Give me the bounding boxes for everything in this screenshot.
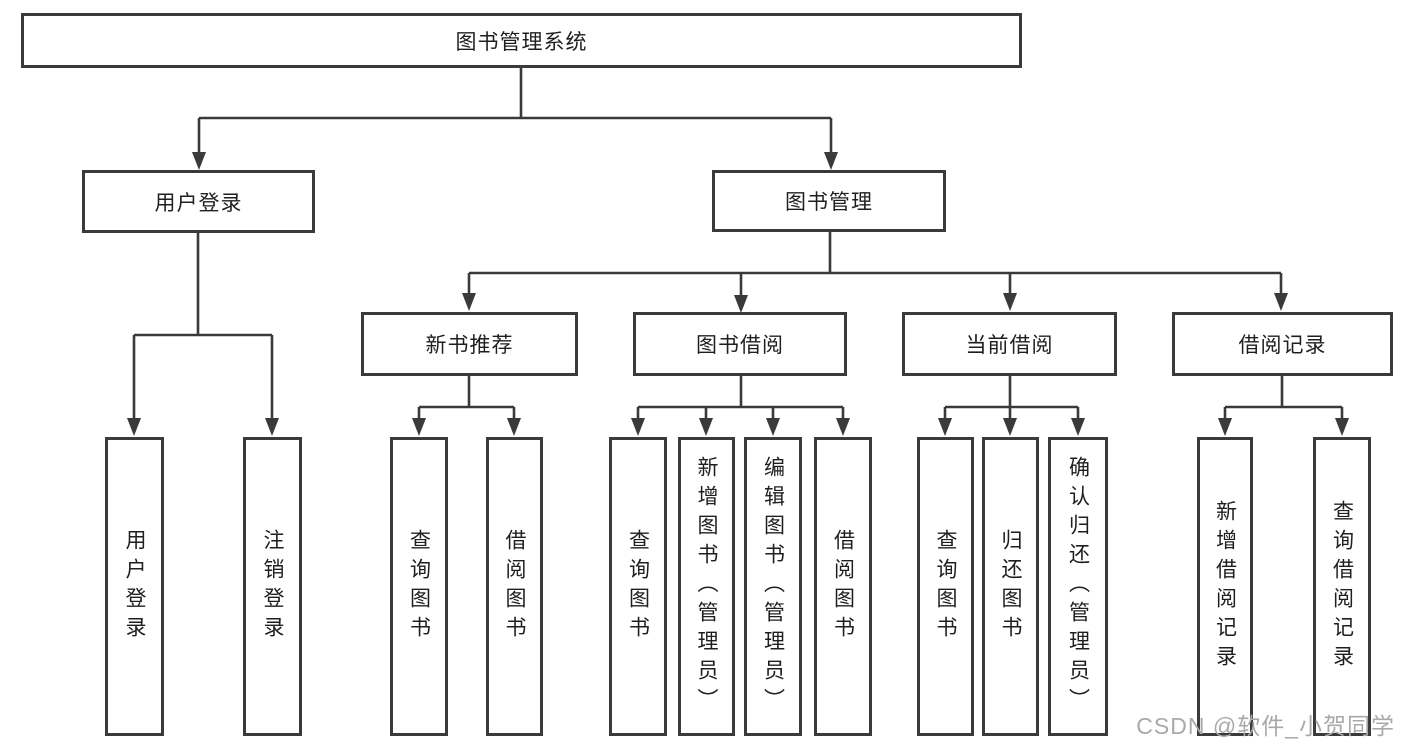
leaf-confirm-return-admin: 确认归还（管理员） <box>1048 437 1108 736</box>
leaf-return-book: 归还图书 <box>982 437 1039 736</box>
node-book-borrow: 图书借阅 <box>633 312 847 376</box>
node-borrow-record: 借阅记录 <box>1172 312 1393 376</box>
leaf-query-book-2: 查询图书 <box>609 437 667 736</box>
leaf-user-login: 用户登录 <box>105 437 164 736</box>
leaf-borrow-book-2: 借阅图书 <box>814 437 872 736</box>
leaf-query-borrow-record: 查询借阅记录 <box>1313 437 1371 736</box>
node-new-book-recommend: 新书推荐 <box>361 312 578 376</box>
leaf-logout: 注销登录 <box>243 437 302 736</box>
leaf-add-borrow-record: 新增借阅记录 <box>1197 437 1253 736</box>
node-current-borrow: 当前借阅 <box>902 312 1117 376</box>
leaf-borrow-book-1: 借阅图书 <box>486 437 543 736</box>
node-user-login: 用户登录 <box>82 170 315 233</box>
leaf-edit-book-admin: 编辑图书（管理员） <box>744 437 802 736</box>
leaf-query-book-1: 查询图书 <box>390 437 448 736</box>
leaf-add-book-admin: 新增图书（管理员） <box>678 437 735 736</box>
node-book-management: 图书管理 <box>712 170 946 232</box>
leaf-query-book-3: 查询图书 <box>917 437 974 736</box>
node-root: 图书管理系统 <box>21 13 1022 68</box>
